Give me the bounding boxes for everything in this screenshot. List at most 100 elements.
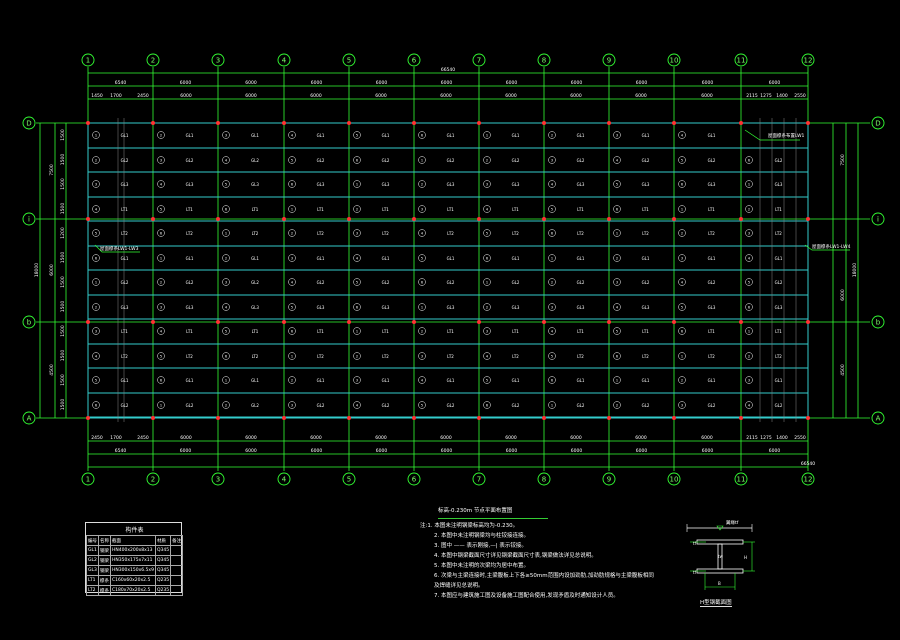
axis-bubble-bottom-label: 9 xyxy=(607,476,611,484)
member-beam-label: GL2 xyxy=(317,403,325,408)
member-beam-label: GL1 xyxy=(708,256,716,261)
member-tag-label: 6 xyxy=(356,306,358,310)
beam-layer xyxy=(86,118,810,422)
member-tag xyxy=(222,278,230,286)
member-tag xyxy=(418,376,426,384)
member-tag xyxy=(613,131,621,139)
dim-bottom-row1: 6000 xyxy=(375,435,387,441)
member-tag-label: 5 xyxy=(356,134,358,138)
column-marker xyxy=(477,320,481,324)
member-beam-label: GL3 xyxy=(512,182,520,187)
dim-left-inner: 1500 xyxy=(60,399,66,411)
member-tag xyxy=(418,278,426,286)
schedule-cell: HN350x175x7x11 xyxy=(110,555,156,566)
schedule-cell: GL3 xyxy=(86,565,99,576)
member-tag xyxy=(613,352,621,360)
member-beam-label: GL2 xyxy=(317,280,325,285)
callout-right: 屋面檩条LW1-LW4 xyxy=(812,243,851,250)
axis-bubble-top xyxy=(472,53,486,67)
member-beam-label: LT2 xyxy=(447,231,454,236)
member-tag-label: 2 xyxy=(681,379,683,383)
member-beam-label: LT1 xyxy=(447,329,454,334)
member-tag xyxy=(613,376,621,384)
member-beam-label: GL1 xyxy=(186,378,194,383)
member-tag-label: 5 xyxy=(616,330,618,334)
member-tag xyxy=(288,401,296,409)
member-beam-label: GL2 xyxy=(186,403,194,408)
member-beam-label: LT2 xyxy=(252,354,259,359)
dim-top-row1: 6000 xyxy=(311,80,323,86)
member-tag xyxy=(548,327,556,335)
member-tag-label: 6 xyxy=(160,232,162,236)
member-tag xyxy=(288,278,296,286)
dim-bottom-row2: 6000 xyxy=(245,448,257,454)
member-tag xyxy=(418,352,426,360)
member-tag xyxy=(548,376,556,384)
schedule-cell xyxy=(170,565,184,576)
note-item: 7. 本图应与建筑施工图及设备施工图配合使用,发现矛盾及时通知设计人员。 xyxy=(434,593,619,599)
schedule-cell: Q345 xyxy=(154,555,172,566)
axis-bubble-top-label: 4 xyxy=(282,57,287,65)
member-tag-label: 3 xyxy=(681,257,683,261)
member-beam-label: LT1 xyxy=(775,207,782,212)
member-tag-label: 1 xyxy=(421,306,423,310)
member-tag xyxy=(288,303,296,311)
member-tag-label: 5 xyxy=(421,404,423,408)
dim-bottom-row1: 6000 xyxy=(635,435,647,441)
dim-bottom-row2: 6540 xyxy=(115,448,127,454)
column-marker xyxy=(542,320,546,324)
schedule-cell: LT1 xyxy=(86,575,99,586)
axis-bubble-top xyxy=(602,53,616,67)
member-tag-label: 6 xyxy=(225,208,227,212)
member-tag-label: 3 xyxy=(160,306,162,310)
member-beam-label: LT2 xyxy=(317,231,324,236)
member-tag-label: 3 xyxy=(421,208,423,212)
member-tag xyxy=(288,352,296,360)
member-beam-label: GL2 xyxy=(512,403,520,408)
axis-bubble-top-label: 11 xyxy=(737,57,746,65)
member-tag xyxy=(353,156,361,164)
member-tag xyxy=(288,376,296,384)
member-beam-label: LT1 xyxy=(512,207,519,212)
axis-bubble-bottom-label: 6 xyxy=(412,476,417,484)
member-tag-label: 6 xyxy=(616,208,618,212)
member-tag-label: 3 xyxy=(486,330,488,334)
schedule-cell: 钢梁 xyxy=(98,565,111,576)
dim-left-inner: 1500 xyxy=(60,276,66,288)
dim-bottom-row1: 6000 xyxy=(310,435,322,441)
member-beam-label: LT2 xyxy=(121,231,128,236)
dim-bottom-row2: 6000 xyxy=(571,448,583,454)
member-tag-label: 5 xyxy=(291,159,293,163)
axis-bubble-top-label: 1 xyxy=(86,57,90,65)
member-tag-label: 4 xyxy=(160,183,163,187)
member-beam-label: LT1 xyxy=(775,329,782,334)
dim-top-row2: 6000 xyxy=(310,93,322,99)
member-tag-label: 1 xyxy=(291,355,293,359)
member-tag-label: 6 xyxy=(291,330,293,334)
member-beam-label: GL2 xyxy=(708,403,716,408)
member-tag xyxy=(353,254,361,262)
axis-bubble-top-label: 3 xyxy=(216,57,220,65)
schedule-cell: LT2 xyxy=(86,585,99,596)
member-beam-label: LT1 xyxy=(186,207,193,212)
member-tag-label: 4 xyxy=(681,281,684,285)
schedule-header: 名称 xyxy=(98,535,111,546)
axis-bubble-top-label: 10 xyxy=(670,57,679,65)
axis-bubble-bottom xyxy=(667,472,681,486)
frame-outline xyxy=(87,122,809,419)
member-beam-label: GL1 xyxy=(121,378,129,383)
member-beam-label: LT1 xyxy=(577,207,584,212)
axis-bubble-left-label: b xyxy=(27,319,32,327)
axis-bubble-bottom xyxy=(81,472,95,486)
member-tag-label: 5 xyxy=(551,355,553,359)
member-tag-label: 1 xyxy=(681,355,683,359)
axis-bubble-bottom xyxy=(734,472,748,486)
axis-bubble-top xyxy=(801,53,815,67)
column-marker xyxy=(672,416,676,420)
axis-bubble-bottom-label: 7 xyxy=(477,476,481,484)
general-notes: 标高-0.230m 节点平面布置图 注:1. 本图未注明钢梁标高均为-0.230… xyxy=(420,506,654,601)
member-beam-label: LT1 xyxy=(382,329,389,334)
member-tag-label: 4 xyxy=(551,330,554,334)
